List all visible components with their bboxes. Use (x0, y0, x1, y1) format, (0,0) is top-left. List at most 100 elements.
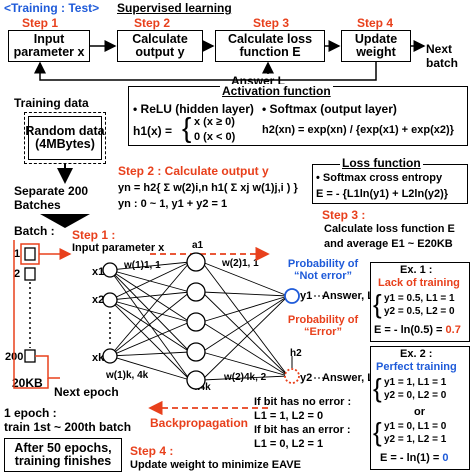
step3-detail-text1: Calculate loss function E (324, 223, 455, 235)
label-w11: w(1)1, 1 (124, 260, 161, 271)
loss-title: Loss function (340, 156, 423, 170)
label-xk: xk (92, 352, 105, 364)
batch-size: 20KB (12, 376, 43, 390)
output-node-2 (284, 368, 300, 384)
step1-box: Input parameter x (8, 30, 90, 62)
step1-label: Step 1 (22, 16, 59, 30)
ex2-brace1: { (373, 373, 382, 403)
next-epoch-return (13, 240, 49, 389)
prob-not-error: Probability of “Not error” (287, 258, 359, 282)
next-epoch-loop (35, 355, 60, 379)
input-node-k (102, 348, 118, 364)
no-error-vals: L1 = 1, L2 = 0 (254, 410, 324, 422)
calc-output-title: Step 2 : Calculate output y (118, 164, 269, 178)
net-step1-label: Step 1 : (72, 228, 116, 242)
ex2-brace2: { (373, 417, 382, 447)
batch-highlight (20, 243, 40, 265)
label-w211: w(2)1, 1 (222, 258, 259, 269)
label-x2: x2 (92, 294, 105, 306)
label-h2: h2 (290, 348, 302, 359)
input-node-1 (102, 262, 118, 278)
ex2-line4: y2 = 1, L2 = 1 (384, 434, 447, 445)
label-w24k2: w(2)4k, 2 (224, 372, 267, 383)
ex2-desc: Perfect training (376, 361, 457, 373)
step3-label: Step 3 (253, 16, 290, 30)
batch-label: Batch : (14, 224, 55, 238)
backprop-label: Backpropagation (150, 416, 249, 430)
loss-head: • Softmax cross entropy (316, 172, 443, 184)
label-y2: y2 (300, 372, 313, 384)
step2-box: Calculate output y (117, 30, 203, 62)
answer-l2: Answer, L2 (322, 372, 381, 384)
answer-l1: Answer, L1 (322, 290, 381, 302)
input-node-2 (102, 292, 118, 308)
label-a4k: a4k (194, 382, 211, 393)
ex2-line1: y1 = 1, L1 = 1 (384, 377, 447, 388)
separate-label: Separate 200 Batches (14, 184, 89, 212)
relu-head: • ReLU (hidden layer) (133, 102, 254, 116)
epoch-def: 1 epoch : (4, 406, 57, 420)
relu-brace: { (182, 112, 192, 143)
label-y1: y1 (300, 290, 313, 302)
ex1-line1: y1 = 0.5, L1 = 1 (384, 293, 455, 304)
ex1-title: Ex. 1 : (400, 264, 433, 276)
batch-box-2 (24, 267, 36, 281)
hidden-node-4k (186, 370, 206, 390)
step3-box: Calculate loss function E (215, 30, 325, 62)
hidden-node-2 (186, 282, 206, 302)
prob-error: Probability of “Error” (287, 314, 359, 338)
loss-eq: E = - {L1ln(y1) + L2ln(y2)} (316, 188, 449, 200)
network-edges (109, 261, 289, 381)
calc-output-eq2: yn : 0 ~ 1, y1 + y2 = 1 (118, 198, 228, 210)
step4-box: Update weight (341, 30, 411, 62)
label-x1: x1 (92, 266, 105, 278)
ex2-line3: y1 = 0, L1 = 0 (384, 421, 447, 432)
calc-output-eq1: yn = h2{ Σ w(2)i,n h1( Σ xj w(1)j,i ) } (118, 182, 298, 194)
step3-detail-label: Step 3 : (322, 208, 366, 222)
has-error-text: If bit has an error : (254, 424, 351, 436)
batch-box-200 (24, 349, 36, 363)
ex1-brace: { (373, 289, 382, 319)
activation-title: Activation function (220, 84, 333, 98)
hidden-node-3 (186, 312, 206, 332)
batch-row-1: 1 (14, 248, 21, 260)
label-w1k4k: w(1)k, 4k (106, 370, 149, 381)
ex2-title: Ex. 2 : (400, 348, 433, 360)
ex2-result: E = - ln(1) = 0 (380, 452, 449, 464)
finish-box: After 50 epochs, training finishes (4, 438, 122, 472)
no-error-text: If bit has no error : (254, 396, 352, 408)
relu-case2: 0 (x < 0) (194, 131, 236, 143)
batch-box-1 (24, 247, 36, 261)
ex1-desc: Lack of training (378, 277, 460, 289)
relu-lhs: h1(x) = (133, 124, 173, 138)
hidden-node-1 (186, 252, 206, 272)
epoch-text: train 1st ~ 200th batch (4, 420, 132, 434)
step3-detail-text2: and average E1 ~ E20KB (324, 238, 453, 250)
random-data-box: Random data (4MBytes) (24, 112, 106, 164)
net-step1-text: Input parameter x (72, 242, 165, 254)
next-batch-label: Next batch (426, 42, 459, 70)
ex1-box (370, 262, 470, 342)
ex2-or: or (414, 406, 425, 418)
feedback-loop (34, 61, 377, 81)
ex1-result: E = - ln(0.5) = 0.7 (374, 324, 461, 336)
step4-detail-label: Step 4 : (130, 444, 174, 458)
output-node-1 (284, 288, 300, 304)
mode-title: Supervised learning (117, 1, 232, 15)
training-data-title: Training data (14, 96, 89, 110)
batch-row-2: 2 (14, 268, 21, 280)
softmax-eq: h2(xn) = exp(xn) / {exp(x1) + exp(x2)} (262, 124, 454, 136)
batch-funnel (40, 214, 90, 228)
relu-case1: x (x ≥ 0) (194, 116, 235, 128)
step2-label: Step 2 (134, 16, 171, 30)
ex2-box (370, 346, 470, 470)
step4-label: Step 4 (357, 16, 394, 30)
softmax-head: • Softmax (output layer) (262, 102, 397, 116)
step4-detail-text: Update weight to minimize EAVE (130, 459, 301, 471)
ex2-line2: y2 = 0, L2 = 0 (384, 390, 447, 401)
ex1-line2: y2 = 0.5, L2 = 0 (384, 306, 455, 317)
mode-label: <Training : Test> (4, 1, 100, 15)
next-epoch-label: Next epoch (54, 385, 119, 399)
hidden-node-4 (186, 342, 206, 362)
